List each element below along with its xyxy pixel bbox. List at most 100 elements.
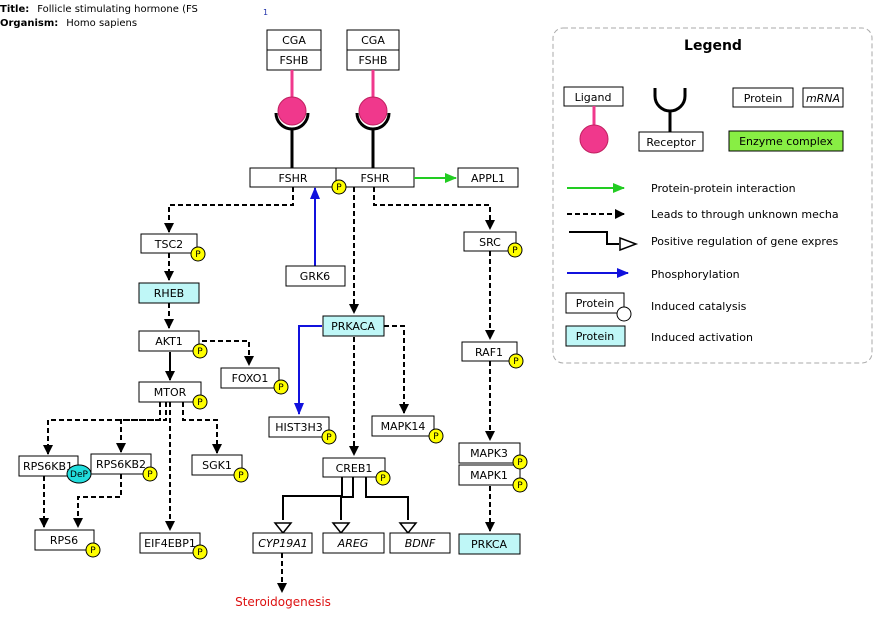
legend-leads-to-label: Leads to through unknown mecha: [651, 208, 839, 221]
rps6-box[interactable]: [34, 529, 95, 551]
grk6-box[interactable]: [285, 265, 346, 287]
sgk1-label: SGK1: [202, 459, 232, 472]
gene-regulation-heads: [273, 522, 418, 535]
head-cyp19a1: [273, 522, 293, 535]
legend-gene-reg-head: [619, 236, 639, 252]
mapk1-label: MAPK1: [470, 469, 508, 482]
foxo1-box[interactable]: [220, 367, 280, 389]
phospho-badge-mapk3-label: P: [517, 458, 523, 468]
phospho-badge-fshr: [331, 179, 347, 195]
legend-gene-reg-line: [569, 231, 619, 245]
mapk3-label: MAPK3: [470, 447, 508, 460]
areg-label: AREG: [337, 537, 369, 550]
raf1-box[interactable]: [461, 341, 518, 362]
legend-receptor-box: [638, 131, 704, 152]
organism-value: Homo sapiens: [66, 18, 138, 29]
phospho-badge-mapk14: [428, 428, 444, 444]
cyp19a1-label: CYP19A1: [258, 537, 308, 550]
fshb-box-left[interactable]: [266, 49, 322, 71]
bdnf-box[interactable]: [389, 532, 451, 554]
legend-title: Legend: [684, 38, 742, 54]
cga-label-left: CGA: [282, 34, 306, 47]
ligand-circle-left: [277, 96, 307, 126]
fshb-label-left: FSHB: [280, 54, 309, 67]
foxo1-label: FOXO1: [232, 372, 269, 385]
dephospho-badge-rps6kb1-label: DeP: [70, 470, 88, 480]
legend-catalysis-box-label: Protein: [576, 297, 615, 310]
edge-fshr-tsc2: [164, 187, 294, 233]
akt1-box[interactable]: [138, 330, 200, 352]
legend-protein-box: [732, 87, 794, 108]
phospho-badge-eif4ebp1-label: P: [197, 548, 203, 558]
legend-mrna-box: [802, 87, 844, 108]
edge-creb1-cyp19a1: [282, 477, 343, 520]
src-box[interactable]: [463, 231, 517, 252]
phospho-badge-foxo1-label: P: [278, 383, 284, 393]
ligand-complex-right: CGA FSHB: [346, 29, 400, 168]
phospho-badge-sgk1: [233, 467, 249, 483]
legend-catalysis-label: Induced catalysis: [651, 300, 747, 313]
mapk3-box[interactable]: [458, 442, 521, 464]
mapk14-box[interactable]: [371, 415, 435, 437]
grk6-label: GRK6: [300, 270, 330, 283]
phospho-badge-mapk1: [512, 477, 528, 493]
bdnf-label: BDNF: [405, 537, 436, 550]
appl1-box[interactable]: [457, 167, 519, 188]
phospho-badge-akt1-label: P: [197, 347, 203, 357]
head-areg: [331, 522, 351, 535]
phospho-badge-foxo1: [273, 379, 289, 395]
tsc2-label: TSC2: [154, 238, 183, 251]
cyp19a1-box[interactable]: [252, 532, 313, 554]
phospho-badge-raf1: [508, 353, 524, 369]
mtor-box[interactable]: [138, 381, 202, 403]
prkca-box[interactable]: [458, 533, 521, 555]
creb1-box[interactable]: [322, 457, 386, 478]
rps6kb1-label: RPS6KB1: [23, 460, 73, 473]
phospho-badges: P P P P P P P P P P P P P P P P: [85, 179, 528, 560]
edge-fshr-src: [373, 187, 495, 230]
legend-activation-label: Induced activation: [651, 331, 753, 344]
gene-regulation-edges: [282, 477, 409, 520]
legend: Legend Ligand Receptor Protein mRNA Enzy…: [552, 27, 873, 364]
legend-catalysis-box: [565, 292, 625, 314]
areg-box[interactable]: [322, 532, 385, 554]
phospho-badge-mapk14-label: P: [433, 432, 439, 442]
eif4ebp1-box[interactable]: [139, 532, 201, 554]
rheb-label: RHEB: [154, 287, 184, 300]
legend-enzyme-box: [728, 130, 844, 152]
legend-phospho-label: Phosphorylation: [651, 268, 740, 281]
phospho-badge-akt1: [192, 343, 208, 359]
leads-to-edges: [39, 187, 495, 593]
prkaca-box[interactable]: [322, 315, 385, 337]
phospho-badge-creb1-label: P: [380, 474, 386, 484]
legend-gene-reg-label: Positive regulation of gene expres: [651, 235, 838, 248]
phospho-badge-tsc2-label: P: [195, 250, 201, 260]
fshr-label-left: FSHR: [278, 172, 307, 185]
edge-rps6kb2-rps6: [73, 474, 122, 528]
phospho-badge-raf1-label: P: [513, 357, 519, 367]
phospho-badge-rps6kb2-label: P: [147, 470, 153, 480]
fshr-label-right: FSHR: [360, 172, 389, 185]
phospho-badge-hist3h3-label: P: [326, 433, 332, 443]
mapk1-box[interactable]: [458, 464, 521, 486]
sgk1-box[interactable]: [191, 454, 243, 476]
protein-nodes: TSC2 RHEB AKT1 FOXO1 MTOR RPS6KB1 RPS6KB…: [18, 231, 521, 609]
header: Title:Follicle stimulating hormone (FS O…: [0, 3, 198, 31]
rps6kb2-label: RPS6KB2: [96, 458, 146, 471]
rps6kb2-box[interactable]: [90, 453, 152, 475]
tsc2-box[interactable]: [140, 233, 198, 254]
prkca-label: PRKCA: [471, 538, 508, 551]
phospho-badge-creb1: [375, 470, 391, 486]
title-label: Title:: [0, 4, 30, 15]
phospho-badge-eif4ebp1: [192, 544, 208, 560]
dephospho-badge-rps6kb1: [66, 464, 92, 484]
cga-label-right: CGA: [361, 34, 385, 47]
rheb-box[interactable]: [138, 282, 200, 304]
organism-label: Organism:: [0, 18, 59, 29]
legend-ligand-circle: [579, 124, 609, 154]
hist3h3-box[interactable]: [268, 416, 330, 438]
ligand-complex-left: CGA FSHB: [266, 29, 322, 168]
legend-frame: [552, 27, 873, 364]
edge-creb1-bdnf: [365, 477, 409, 520]
